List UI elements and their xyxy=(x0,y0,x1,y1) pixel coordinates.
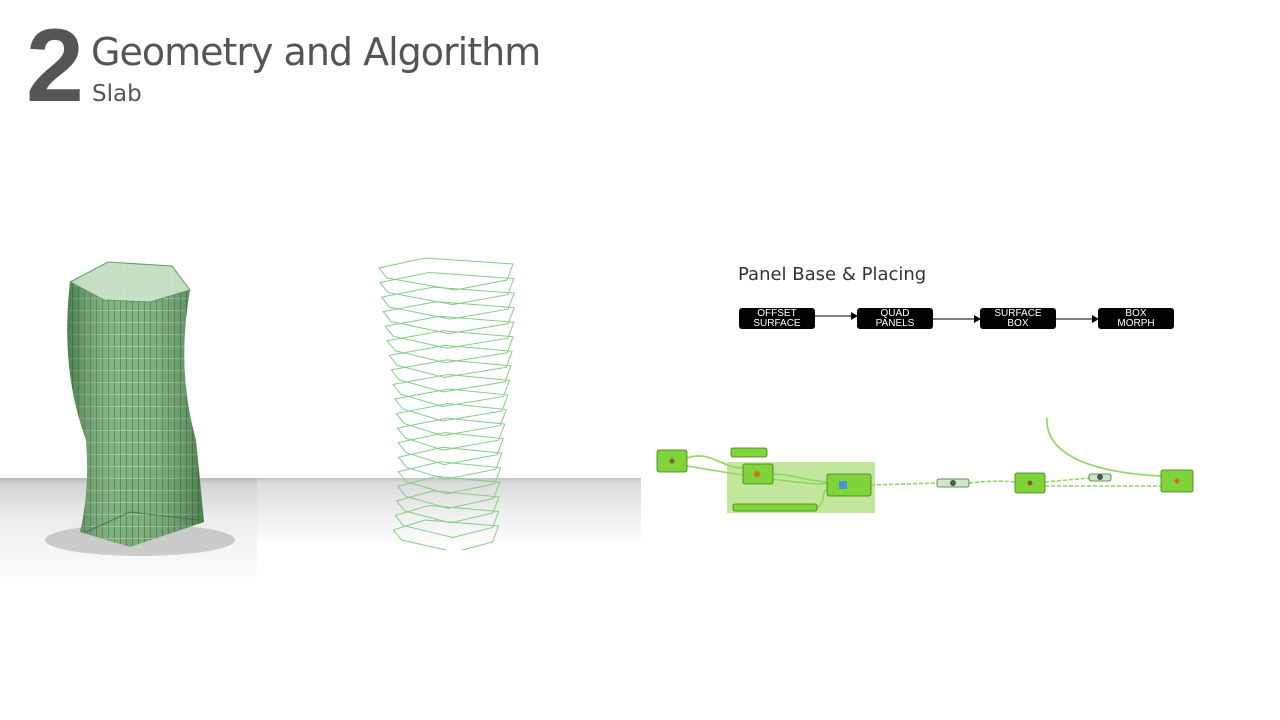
gh-node-panels xyxy=(826,473,872,497)
flow-step-surface-box: SURFACE BOX xyxy=(980,308,1056,329)
flow-arrow-3 xyxy=(1056,315,1099,323)
tower-render-image xyxy=(45,261,235,556)
slab-wireframe-image xyxy=(378,257,515,550)
render-ground-mid xyxy=(257,478,641,598)
slab-outline xyxy=(390,359,512,393)
flowchart-title: Panel Base & Placing xyxy=(738,264,927,285)
slide-subtitle: Slab xyxy=(92,81,142,107)
grasshopper-definition-image xyxy=(656,417,1194,513)
slab-outline xyxy=(384,315,515,349)
slab-outline xyxy=(380,286,515,320)
slab-outline xyxy=(378,257,514,291)
flow-arrow-1 xyxy=(815,312,858,320)
slab-outline xyxy=(392,519,500,550)
slab-outline xyxy=(396,475,501,509)
slab-outline xyxy=(382,301,515,335)
slab-outline xyxy=(379,272,515,306)
gh-node-slider xyxy=(732,503,818,512)
slab-outline xyxy=(397,432,504,466)
flow-step-box-morph: BOX MORPH xyxy=(1098,308,1174,329)
slab-outline xyxy=(395,403,508,437)
slide-title: Geometry and Algorithm xyxy=(91,30,541,74)
slab-outline xyxy=(396,417,506,451)
slab-outline xyxy=(392,373,511,407)
slab-outline xyxy=(397,446,503,480)
flow-arrow-2 xyxy=(933,315,981,323)
slab-outline xyxy=(393,388,509,422)
slab-outline xyxy=(394,504,500,538)
flow-step-offset-surface: OFFSET SURFACE xyxy=(739,308,815,329)
flow-step-quad-panels: QUAD PANELS xyxy=(857,308,933,329)
slab-outline xyxy=(388,344,513,378)
gh-node-panel xyxy=(730,447,768,458)
slab-outline xyxy=(397,461,502,495)
slab-outline xyxy=(395,490,500,524)
slab-outline xyxy=(386,330,514,364)
section-number: 2 xyxy=(26,8,84,124)
